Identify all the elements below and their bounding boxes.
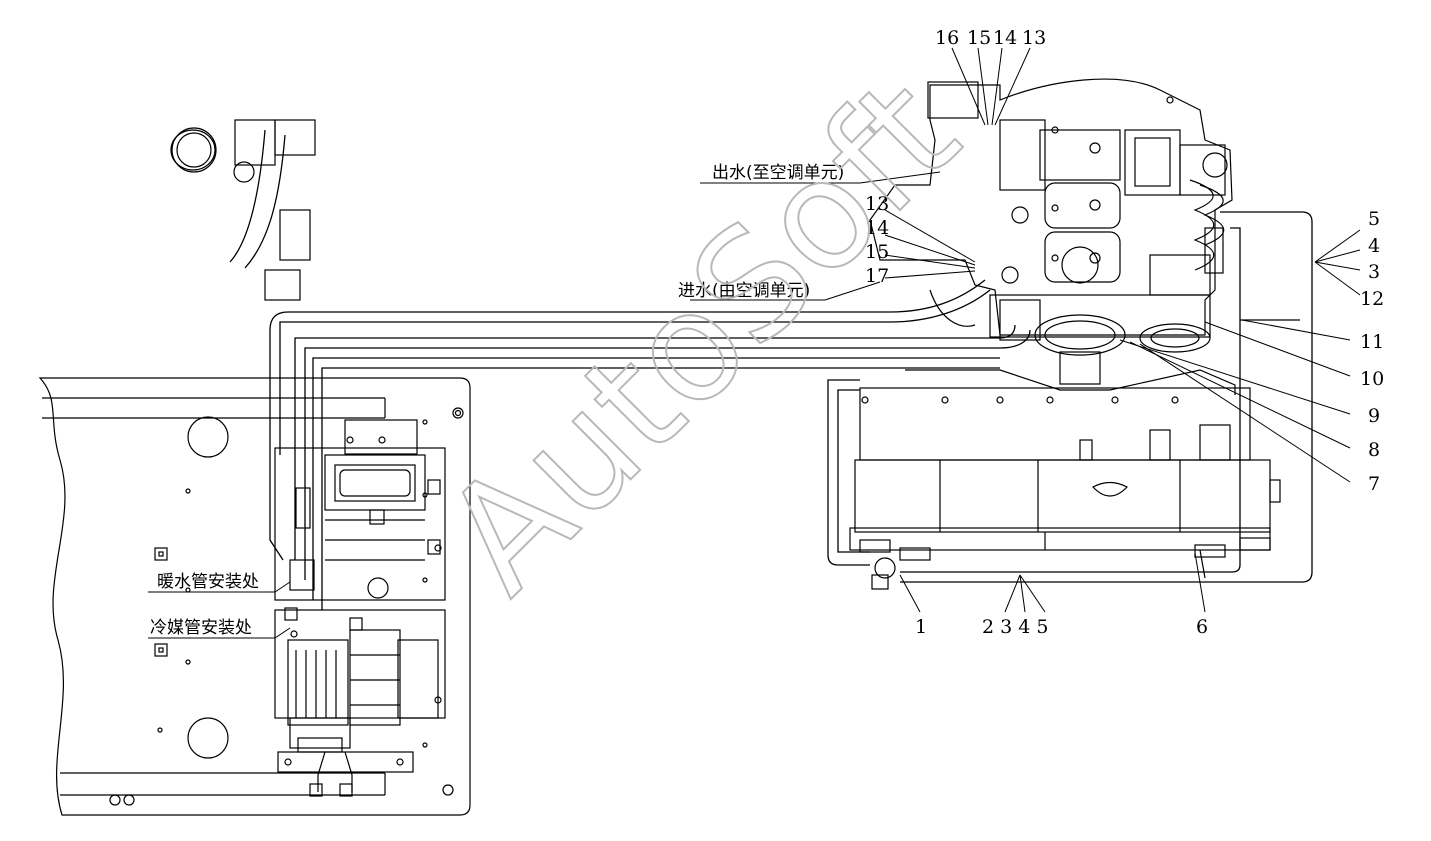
coolant-pipes — [229, 129, 1313, 610]
callout-8: 8 — [1368, 439, 1380, 461]
callout-16: 16 — [935, 27, 959, 49]
heater-pipe-mount-label: 暖水管安装处 — [157, 572, 259, 592]
vehicle-frame — [38, 377, 471, 816]
callout-5: 5 — [1368, 208, 1380, 230]
callout-12: 12 — [1360, 288, 1384, 310]
callout-3: 3 — [1368, 261, 1380, 283]
callout-14: 14 — [865, 217, 889, 239]
radiator-condenser — [849, 369, 1281, 590]
callout-15: 15 — [865, 241, 889, 263]
callout-10: 10 — [1360, 368, 1384, 390]
callout-7: 7 — [1368, 473, 1380, 495]
top-callout-labels: 16 15 14 13 — [935, 27, 1046, 49]
callout-13: 13 — [1022, 27, 1046, 49]
callout-13: 13 — [865, 193, 889, 215]
callout-11: 11 — [1360, 331, 1384, 353]
bottom-callout-labels: 1 2 3 4 5 6 — [915, 616, 1208, 638]
watermark-logo: AutoSoft — [411, 46, 992, 627]
callout-14: 14 — [993, 27, 1017, 49]
air-conditioning-unit — [274, 419, 446, 797]
chinese-labels: 出水(至空调单元) 进水(由空调单元) 暖水管安装处 冷媒管安装处 — [150, 163, 844, 638]
callout-1: 1 — [915, 616, 927, 638]
callout-9: 9 — [1368, 405, 1380, 427]
refrigerant-pipe-mount-label: 冷媒管安装处 — [150, 618, 252, 638]
left-callout-labels: 13 14 15 17 — [865, 193, 889, 287]
water-out-label: 出水(至空调单元) — [712, 163, 844, 183]
water-in-label: 进水(由空调单元) — [678, 281, 810, 301]
engine-assembly — [170, 78, 1233, 385]
callout-4: 4 — [1368, 235, 1380, 257]
leader-lines — [148, 47, 1361, 639]
callout-17: 17 — [865, 265, 889, 287]
watermark-text: AutoSoft — [412, 47, 991, 626]
callout-6: 6 — [1196, 616, 1208, 638]
callout-2-3-4-5: 2 3 4 5 — [982, 616, 1048, 638]
right-callout-labels: 5 4 3 12 11 10 9 8 7 — [1360, 208, 1384, 495]
callout-15: 15 — [967, 27, 991, 49]
